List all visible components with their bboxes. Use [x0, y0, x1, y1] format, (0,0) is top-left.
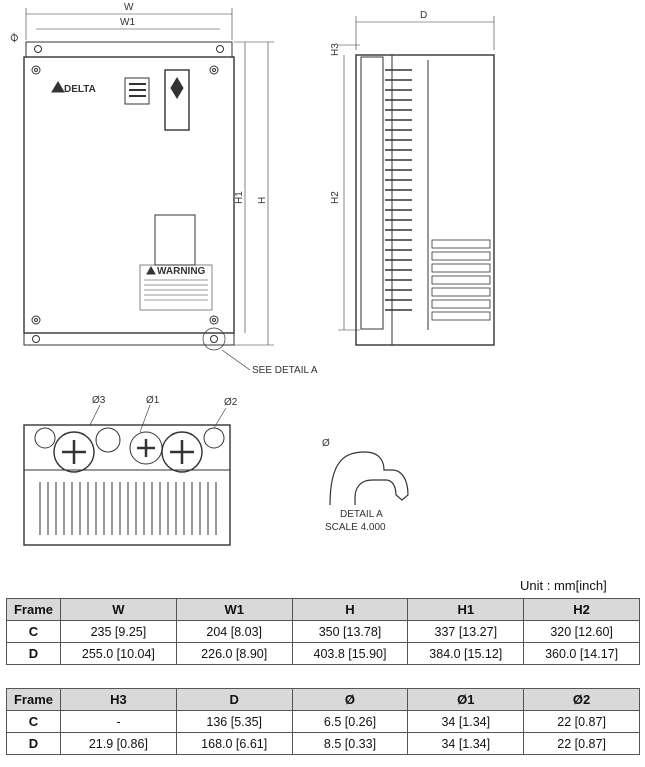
header-phi2: Ø2 — [523, 688, 640, 711]
table-cell: 6.5 [0.26] — [291, 710, 409, 733]
table-cell: 22 [0.87] — [523, 732, 640, 755]
technical-drawing: W W1 Ø DELTA WARNING — [8, 2, 495, 546]
dim-label-w1: W1 — [120, 17, 135, 28]
dim-label-h2: H2 — [330, 191, 341, 204]
bottom-view: Ø3 Ø1 Ø2 — [23, 395, 238, 546]
frame-cell: C — [6, 710, 61, 733]
table-cell: 22 [0.87] — [523, 710, 640, 733]
dim-label-phi: Ø — [8, 32, 21, 45]
dim-label-w: W — [124, 2, 134, 13]
table-cell: 337 [13.27] — [407, 620, 525, 643]
table-cell: 403.8 [15.90] — [291, 642, 409, 665]
header-phi1: Ø1 — [407, 688, 525, 711]
table-cell: - — [60, 710, 177, 733]
header-frame: Frame — [6, 598, 61, 621]
table-cell: 226.0 [8.90] — [175, 642, 293, 665]
table-row: C - 136 [5.35] 6.5 [0.26] 34 [1.34] 22 [… — [6, 710, 640, 733]
header-w: W — [60, 598, 177, 621]
brand-logo: DELTA — [64, 84, 96, 95]
table-cell: 204 [8.03] — [175, 620, 293, 643]
table-cell: 136 [5.35] — [175, 710, 293, 733]
frame-cell: C — [6, 620, 61, 643]
dimension-table-2: Frame H3 D Ø Ø1 Ø2 C - 136 [5.35] 6.5 [0… — [6, 688, 640, 755]
table-cell: 384.0 [15.12] — [407, 642, 525, 665]
table-cell: 168.0 [6.61] — [175, 732, 293, 755]
table-cell: 8.5 [0.33] — [291, 732, 409, 755]
header-h3: H3 — [60, 688, 177, 711]
table-header-row: Frame H3 D Ø Ø1 Ø2 — [6, 688, 640, 711]
header-frame: Frame — [6, 688, 61, 711]
dim-label-phi1: Ø1 — [146, 395, 160, 406]
table-header-row: Frame W W1 H H1 H2 — [6, 598, 640, 621]
header-phi: Ø — [291, 688, 409, 711]
table-cell: 34 [1.34] — [407, 732, 525, 755]
see-detail-callout: SEE DETAIL A — [252, 365, 318, 376]
detail-scale: SCALE 4.000 — [325, 522, 386, 533]
unit-note: Unit : mm[inch] — [520, 578, 607, 593]
table-cell: 320 [12.60] — [523, 620, 640, 643]
header-h2: H2 — [523, 598, 640, 621]
table-cell: 360.0 [14.17] — [523, 642, 640, 665]
header-h1: H1 — [407, 598, 525, 621]
warning-label: WARNING — [157, 266, 206, 277]
table-cell: 235 [9.25] — [60, 620, 177, 643]
dim-label-h3: H3 — [330, 43, 341, 56]
table-cell: 350 [13.78] — [291, 620, 409, 643]
header-h: H — [291, 598, 409, 621]
frame-cell: D — [6, 732, 61, 755]
table-cell: 34 [1.34] — [407, 710, 525, 733]
dim-label-h: H — [257, 197, 268, 204]
dimension-table-1: Frame W W1 H H1 H2 C 235 [9.25] 204 [8.0… — [6, 598, 640, 665]
header-d: D — [175, 688, 293, 711]
table-cell: 21.9 [0.86] — [60, 732, 177, 755]
table-row: D 255.0 [10.04] 226.0 [8.90] 403.8 [15.9… — [6, 642, 640, 665]
table-row: D 21.9 [0.86] 168.0 [6.61] 8.5 [0.33] 34… — [6, 732, 640, 755]
dim-label-phi2: Ø2 — [224, 397, 238, 408]
detail-title: DETAIL A — [340, 509, 383, 520]
table-cell: 255.0 [10.04] — [60, 642, 177, 665]
header-w1: W1 — [175, 598, 293, 621]
frame-cell: D — [6, 642, 61, 665]
dim-label-h1: H1 — [234, 191, 245, 204]
dim-label-d: D — [420, 10, 427, 21]
side-view: D — [330, 10, 495, 346]
detail-a: Ø DETAIL A SCALE 4.000 — [322, 438, 409, 533]
front-view: W W1 Ø DELTA WARNING — [8, 2, 318, 376]
detail-dim-phi: Ø — [322, 438, 330, 449]
dim-label-phi3: Ø3 — [92, 395, 106, 406]
table-row: C 235 [9.25] 204 [8.03] 350 [13.78] 337 … — [6, 620, 640, 643]
